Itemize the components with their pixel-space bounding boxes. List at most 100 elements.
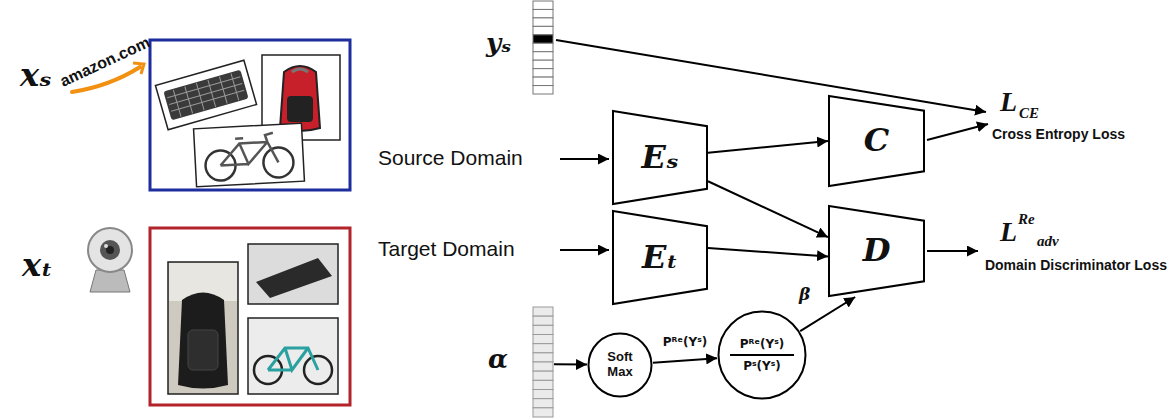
connector-arrow [708, 248, 828, 257]
amazon-smile [133, 63, 144, 74]
source-frame [150, 40, 350, 190]
loss-name: Domain Discriminator Loss [985, 257, 1167, 273]
flow-arrows [927, 124, 988, 140]
trapezoid-outline [613, 111, 707, 204]
webcam-icon [104, 244, 108, 248]
bicycle-photo [268, 348, 318, 370]
input-symbol: xₜ [22, 246, 53, 284]
label-vector: yₛ [532, 0, 554, 95]
loss-symbol: L [1000, 86, 1017, 118]
webcam-icon [100, 240, 120, 260]
discriminator-block: D [828, 205, 925, 297]
loss-subscript: CE [1019, 105, 1039, 122]
bicycle-image [194, 123, 305, 187]
encoder-block: Eₜ [612, 210, 708, 305]
webcam-icon [88, 228, 132, 292]
softmax-circle: Soft Max [587, 332, 653, 398]
bicycle-image [194, 123, 305, 187]
trapezoid-outline [613, 211, 707, 304]
connector-arrow [708, 141, 828, 153]
vector-cell [533, 26, 553, 34]
vector-label: yₛ [486, 28, 511, 58]
keyboard-image [167, 77, 244, 111]
backpack-image [280, 66, 320, 131]
webcam-icon [90, 270, 130, 292]
vector-label: α [488, 344, 508, 374]
weight-vector: α [532, 306, 554, 418]
loss-symbol: L [1000, 216, 1017, 248]
flow-arrows [556, 40, 986, 112]
keyboard-image [173, 73, 238, 116]
vector-cell [533, 307, 553, 316]
domain-label: Source Domain [378, 146, 523, 170]
target-frame [150, 228, 350, 405]
connector-arrow [554, 363, 587, 365]
domain-label: Target Domain [378, 237, 515, 261]
probability-label: Pᴿᵉ(Yˢ) [662, 335, 709, 349]
backpack-photo [168, 262, 238, 394]
vector-cell [533, 344, 553, 353]
backpack-image [292, 69, 308, 72]
op-label: Soft Max [598, 350, 642, 380]
connector-arrow [708, 181, 828, 237]
vector-cell [533, 390, 553, 399]
fraction-bar [730, 354, 794, 356]
circle-outline [589, 334, 652, 397]
vector-cell [533, 399, 553, 408]
trapezoid-outline [829, 96, 924, 186]
input-symbol: xₛ [20, 56, 52, 94]
vector-cell [533, 335, 553, 344]
vector-cell [533, 43, 553, 51]
backpack-image [287, 96, 313, 122]
loss-subscript: adv [1037, 233, 1059, 250]
keyboard-image [163, 70, 248, 121]
block-label: Eₜ [642, 240, 678, 275]
circle-outline [719, 312, 806, 399]
numerator: Pᴿᵉ(Yˢ) [740, 337, 785, 351]
connector-arrow [653, 358, 717, 363]
bicycle-photo [248, 318, 338, 394]
encoder-block: Eₛ [612, 110, 708, 205]
source-frame [150, 40, 350, 190]
classifier-block: C [828, 95, 925, 187]
vector-cell [533, 362, 553, 371]
vector-cell [533, 380, 553, 389]
block-label: D [863, 233, 891, 268]
vector-cell [533, 408, 553, 417]
backpack-photo [188, 330, 218, 370]
vec-outline [532, 0, 554, 95]
block-label: C [864, 123, 889, 158]
flow-arrows [927, 250, 978, 252]
vector-cell [533, 316, 553, 325]
vec-outline [532, 306, 554, 418]
bicycle-photo [248, 318, 338, 394]
backpack-photo [168, 262, 238, 394]
target-frame [150, 228, 350, 405]
bicycle-image [219, 133, 278, 166]
keyboard-photo [248, 244, 338, 304]
loss-superscript: Re [1018, 211, 1035, 228]
keyboard-image [155, 60, 256, 130]
keyboard-photo [256, 258, 332, 298]
webcam-icon [88, 228, 132, 272]
vector-cell [533, 18, 553, 26]
vector-cell [533, 35, 553, 43]
vector-cell [533, 1, 553, 9]
vector-cell [533, 9, 553, 17]
vector-cell [533, 69, 553, 77]
vector-cell [533, 371, 553, 380]
vector-cell [533, 52, 553, 60]
flow-arrows [560, 158, 609, 160]
flow-arrows [560, 249, 609, 251]
vector-cell [533, 353, 553, 362]
backpack-photo [178, 293, 228, 389]
keyboard-photo [248, 244, 338, 304]
vector-cell [533, 77, 553, 85]
vector-cell [533, 325, 553, 334]
ratio-circle: Pᴿᵉ(Yˢ)Pˢ(Yˢ) [717, 310, 807, 400]
vector-cell [533, 60, 553, 68]
vector-cell [533, 86, 553, 94]
